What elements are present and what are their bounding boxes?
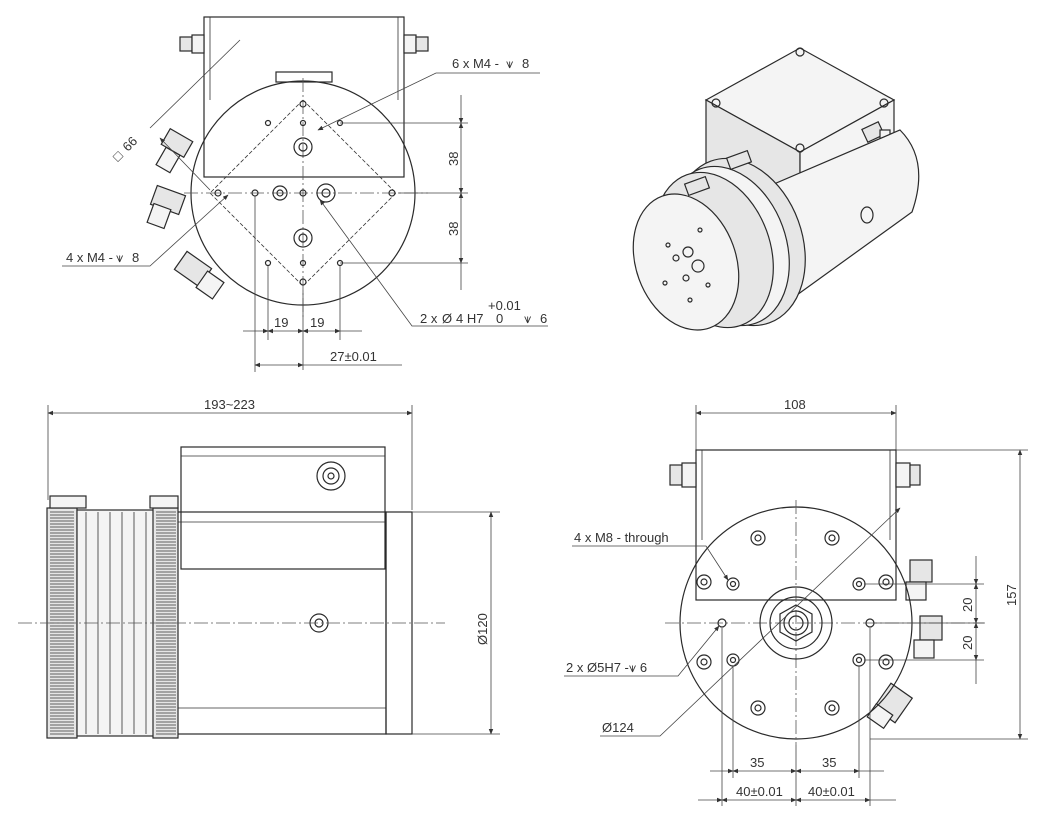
- fitting-top-left: [179, 34, 205, 54]
- dim-20-lower: 20: [960, 636, 975, 650]
- dim-40-right: 40±0.01: [808, 784, 855, 799]
- dim-40-left: 40±0.01: [736, 784, 783, 799]
- dim-66: 66: [119, 133, 140, 154]
- depth-symbol-left: ⩛: [116, 250, 124, 265]
- dim-38-upper: 38: [446, 152, 461, 166]
- label-4xm4: 4 x M4 -: [66, 250, 113, 265]
- housing-outline: [203, 16, 405, 178]
- dim-27: 27±0.01: [330, 349, 377, 364]
- dim-38-lower: 38: [446, 222, 461, 236]
- dim-overall-length: 193~223: [204, 397, 255, 412]
- label-4xm8: 4 x M8 - through: [574, 530, 669, 545]
- depth-value-left: 8: [132, 250, 139, 265]
- pin-depth: 6: [540, 311, 547, 326]
- side-housing-box: [180, 446, 386, 570]
- fitting-left-2: [146, 184, 187, 230]
- depth-symbol: ⩛: [506, 56, 514, 71]
- fitting-top-right: [403, 34, 429, 54]
- dim-20-upper: 20: [960, 598, 975, 612]
- iso-front-face: [632, 193, 740, 331]
- pin-label: 2 x: [420, 311, 438, 326]
- pin-label-front: 2 x Ø5H7 -⩛ 6: [566, 660, 647, 675]
- tol-upper: +0.01: [488, 298, 521, 313]
- dim-35-right: 35: [822, 755, 836, 770]
- dim-dia-120: Ø120: [475, 613, 490, 645]
- square-symbol: □: [110, 148, 126, 164]
- side-ribs: [50, 511, 176, 735]
- pin-size: 4 H7: [456, 311, 483, 326]
- square-pattern: [209, 99, 397, 287]
- dim-157: 157: [1004, 584, 1019, 606]
- dim-35-left: 35: [750, 755, 764, 770]
- dim-19-right: 19: [310, 315, 324, 330]
- housing-tab: [275, 71, 333, 83]
- dim-dia-124: Ø124: [602, 720, 634, 735]
- label-6xm4: 6 x M4 -: [452, 56, 499, 71]
- fitting-left-3: [173, 250, 225, 300]
- dim-108: 108: [784, 397, 806, 412]
- pin-diameter-symbol: Ø: [442, 311, 452, 326]
- tol-lower: 0: [496, 311, 503, 326]
- pin-depth-symbol: ⩛: [524, 311, 532, 326]
- side-view: 193~223 Ø120: [18, 397, 500, 739]
- top-view: 6 x M4 - ⩛ 8 4 x M4 - ⩛ 8 □ 66 38 38: [62, 16, 548, 372]
- dim-19-left: 19: [274, 315, 288, 330]
- iso-view: [632, 47, 920, 331]
- front-view: 108: [564, 397, 1028, 806]
- depth-value: 8: [522, 56, 529, 71]
